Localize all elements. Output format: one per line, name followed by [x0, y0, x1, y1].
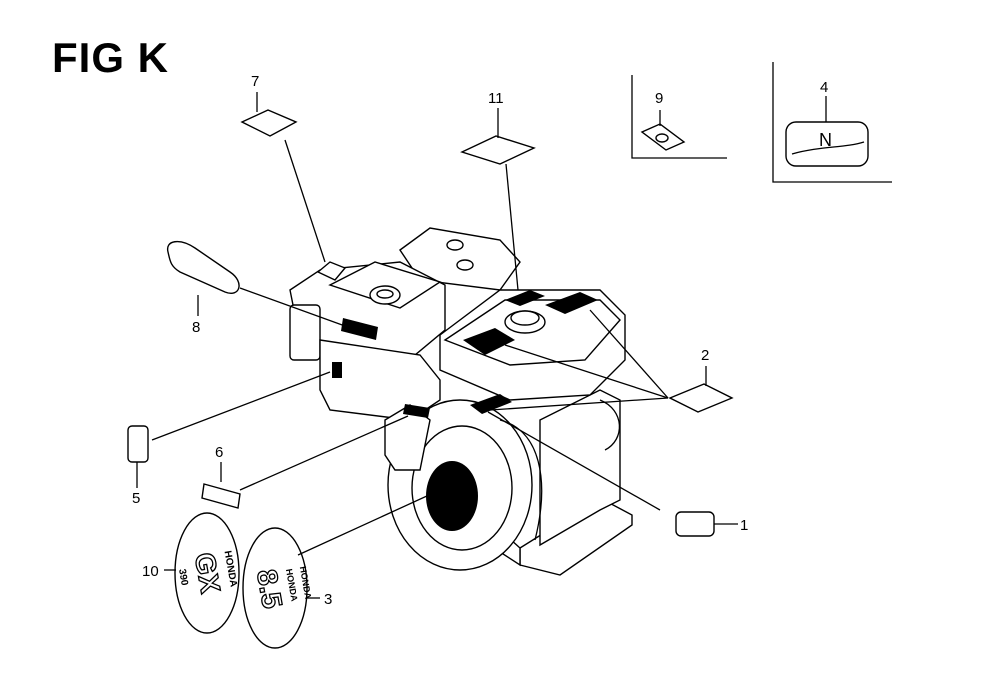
callout-3: 3: [324, 591, 332, 608]
leader-lines: [136, 92, 827, 599]
part-2-label[interactable]: [668, 383, 734, 413]
callout-numbers: 7 11 9 4 8 2 6 5 1 10 3: [132, 73, 828, 608]
callout-10: 10: [142, 563, 159, 580]
callout-7: 7: [251, 73, 259, 90]
part-3-emblem[interactable]: HONDA HONDA 8.5: [242, 527, 314, 649]
engine-body: [289, 227, 633, 576]
part-8-label[interactable]: [166, 241, 240, 294]
callout-4: 4: [820, 79, 828, 96]
part-6-label[interactable]: [201, 483, 241, 509]
callout-2: 2: [701, 347, 709, 364]
part-9-clip[interactable]: [640, 123, 686, 151]
figure-title: FIG K: [52, 34, 169, 81]
callout-11: 11: [488, 90, 504, 107]
callout-1: 1: [740, 517, 748, 534]
inset-frame-9: [631, 75, 727, 159]
emblem-3-number: 8.5: [251, 567, 288, 611]
emblem-10-model: GX: [189, 550, 227, 596]
emblem-10-sub: 390: [176, 568, 190, 587]
inset-frame-4: [772, 62, 892, 183]
part-10-emblem[interactable]: HONDA GX 390: [174, 512, 240, 634]
callout-8: 8: [192, 319, 200, 336]
part-1-label[interactable]: [675, 511, 715, 537]
callout-6: 6: [215, 444, 223, 461]
label-4-text: N: [819, 130, 832, 150]
part-5-label[interactable]: [127, 425, 149, 463]
callout-5: 5: [132, 490, 140, 507]
part-7-label[interactable]: [240, 109, 298, 137]
part-4-label[interactable]: N: [785, 121, 869, 167]
callout-9: 9: [655, 90, 663, 107]
part-11-label[interactable]: [460, 135, 536, 165]
engine-decal-marks: [332, 290, 598, 418]
